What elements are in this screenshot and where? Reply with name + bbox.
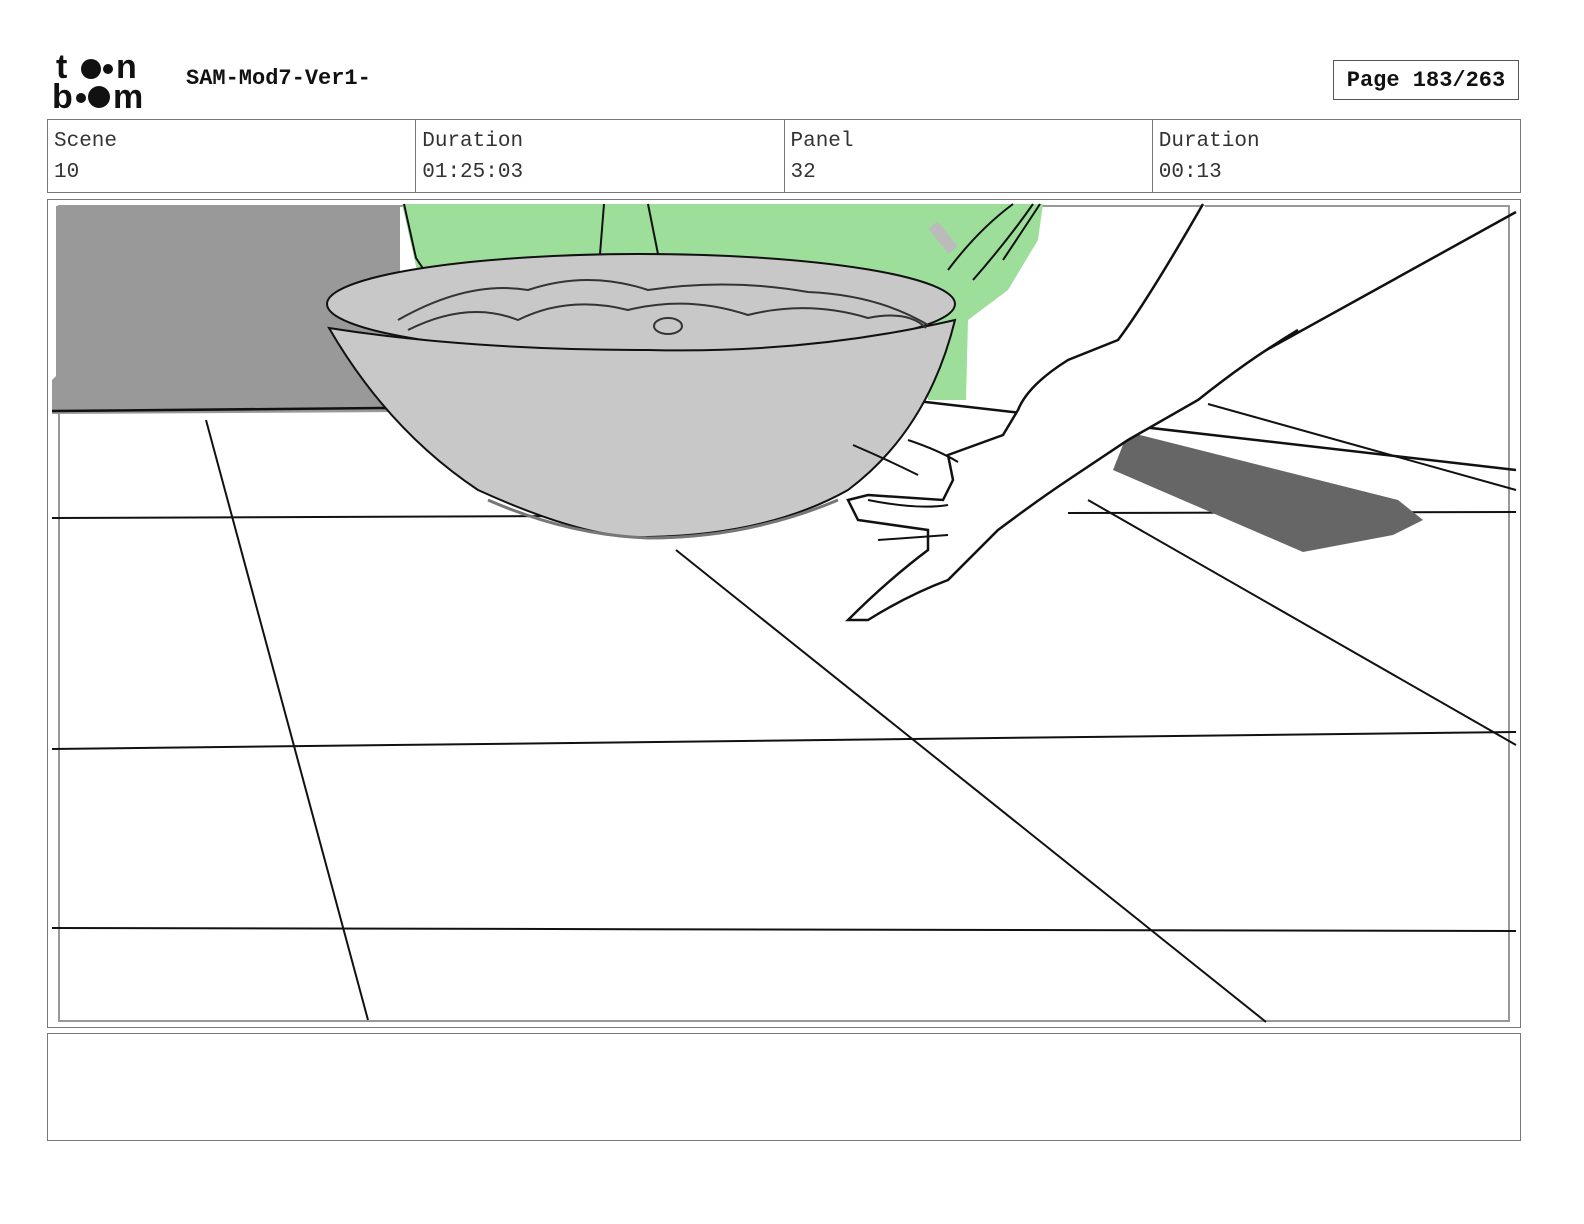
scene-value: 10 [54, 161, 80, 184]
dark-tray [1113, 432, 1423, 552]
page-counter: Page 183/263 [1333, 60, 1519, 100]
panel-duration-cell: Duration 00:13 [1153, 120, 1520, 192]
bowl-body [327, 318, 957, 539]
scene-info-bar: Scene 10 Duration 01:25:03 Panel 32 Dura… [47, 119, 1521, 193]
scene-duration-value: 01:25:03 [422, 161, 524, 184]
hand-sketch [844, 203, 1299, 622]
svg-text:t: t [56, 50, 67, 86]
panel-sketch [51, 203, 1517, 1023]
toon-boom-logo: t n b m [52, 50, 143, 112]
svg-text:n: n [116, 50, 137, 86]
wall-shape [52, 206, 400, 414]
scene-duration-cell: Duration 01:25:03 [416, 120, 785, 192]
svg-text:b: b [52, 78, 73, 112]
notes-box [47, 1033, 1521, 1141]
panel-value: 32 [790, 161, 816, 184]
green-character [402, 204, 1043, 400]
scene-label: Scene [54, 130, 118, 153]
project-title: SAM-Mod7-Ver1- [186, 66, 371, 91]
storyboard-panel [47, 199, 1521, 1028]
panel-duration-value: 00:13 [1158, 161, 1222, 184]
floor-lines [51, 406, 389, 413]
panel-duration-label: Duration [1158, 130, 1260, 153]
scene-cell: Scene 10 [48, 120, 417, 192]
svg-text:m: m [113, 78, 143, 112]
scene-duration-label: Duration [422, 130, 524, 153]
panel-label: Panel [790, 130, 854, 153]
panel-cell: Panel 32 [785, 120, 1153, 192]
